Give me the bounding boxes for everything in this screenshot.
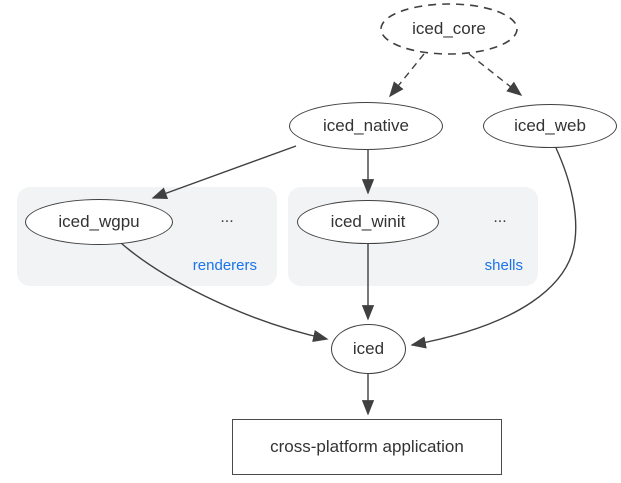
edge-iced-wgpu-to-iced [120, 242, 329, 343]
node-iced-native-label: iced_native [322, 116, 409, 135]
group-label-shells: shells [484, 257, 523, 274]
node-iced-core: iced_core [381, 4, 517, 54]
group-label-renderers: renderers [192, 257, 257, 274]
node-iced-winit-label: iced_winit [330, 212, 406, 231]
node-iced-native: iced_native [289, 102, 443, 150]
renderers-ellipsis: ... [220, 209, 234, 226]
node-iced-web: iced_web [483, 104, 617, 148]
shells-ellipsis: ... [493, 209, 507, 226]
edge-iced-core-to-iced-native [389, 53, 425, 98]
node-iced-wgpu: iced_wgpu [25, 199, 173, 245]
node-iced-web-label: iced_web [514, 116, 586, 135]
node-iced: iced [331, 324, 406, 374]
edge-iced-core-to-iced-web [468, 53, 523, 96]
node-iced-core-shape [380, 3, 518, 55]
node-app-label: cross-platform application [270, 437, 464, 456]
node-iced-core-label: iced_core [412, 19, 486, 38]
node-cross-platform-application: cross-platform application [232, 419, 502, 475]
edge-iced-native-to-iced-wgpu [151, 145, 297, 200]
node-iced-label: iced [352, 339, 385, 358]
edge-iced-web-to-iced [410, 147, 577, 349]
node-iced-wgpu-label: iced_wgpu [58, 212, 140, 231]
node-iced-winit: iced_winit [297, 200, 439, 244]
